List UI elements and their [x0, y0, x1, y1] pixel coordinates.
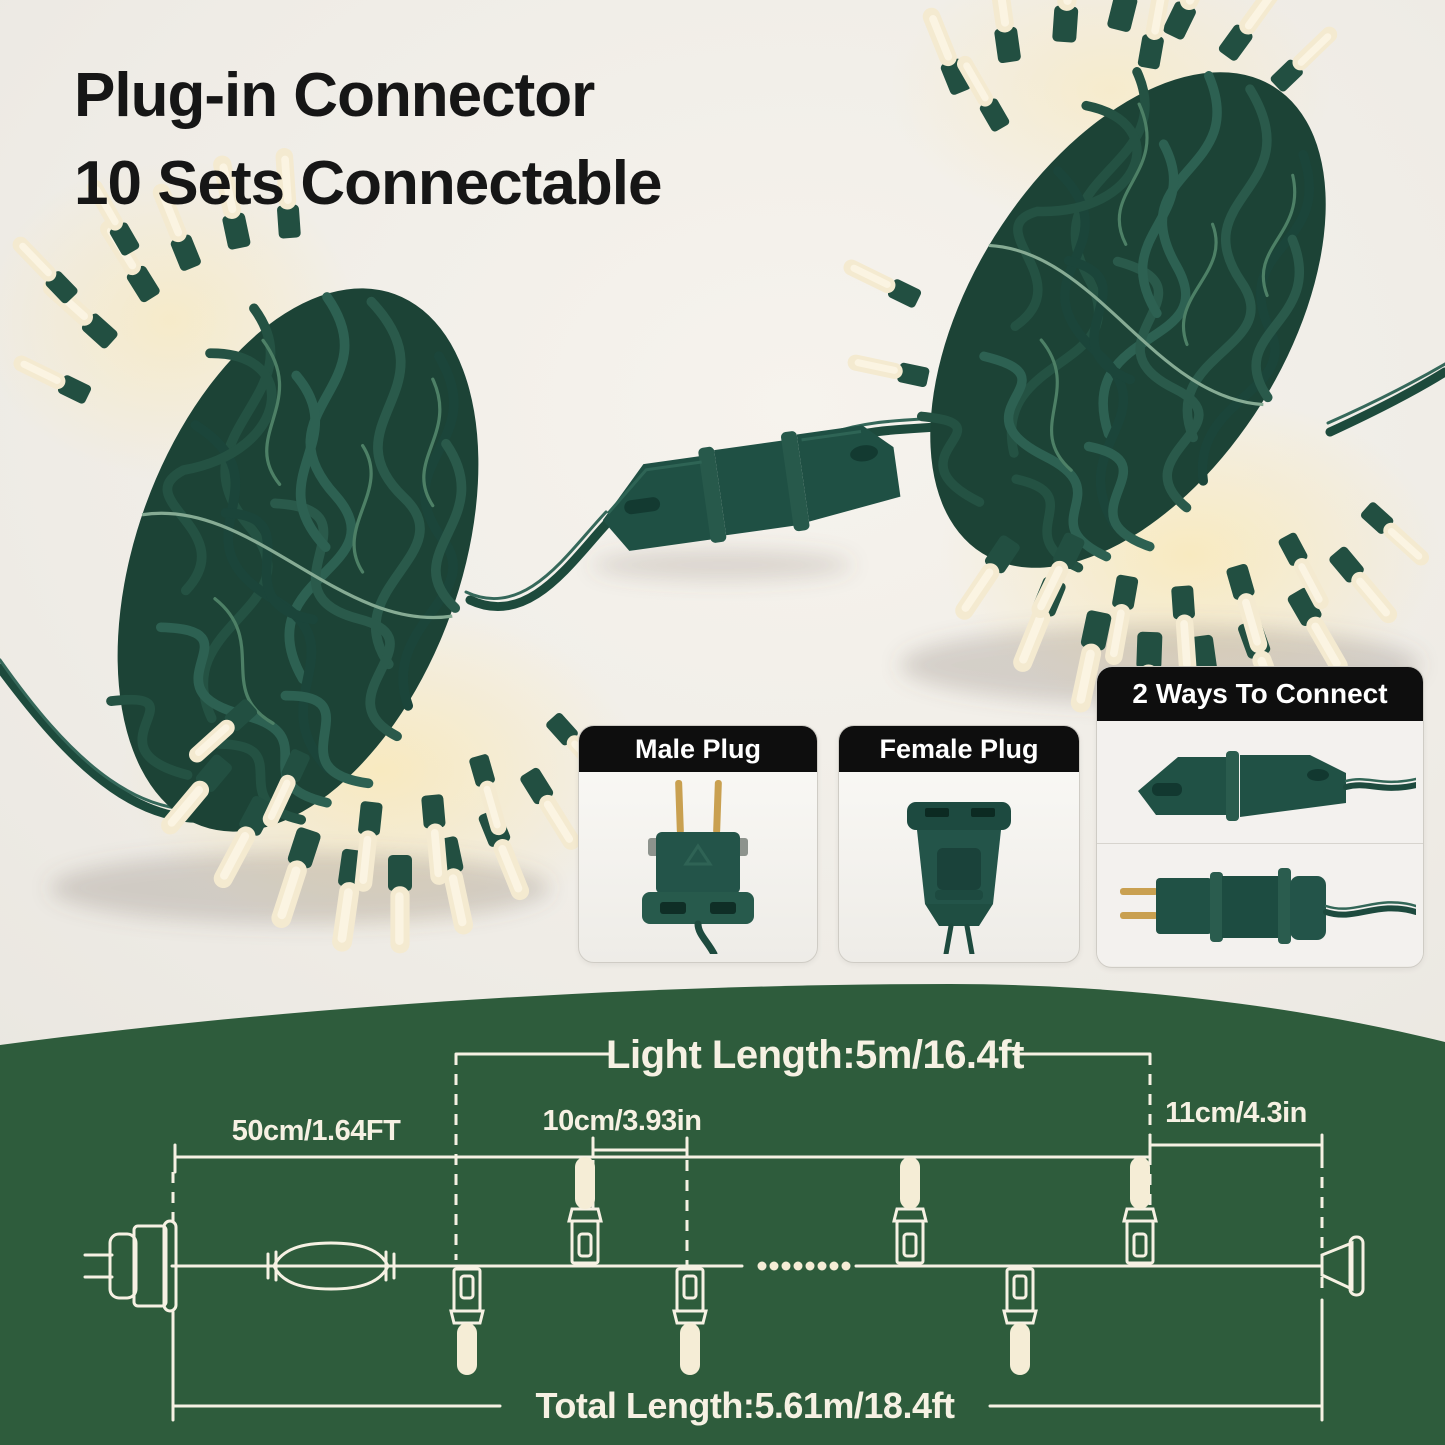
- female-plug-illustration: [907, 802, 1011, 954]
- inline-connector: [602, 425, 901, 551]
- title-line-1: Plug-in Connector: [74, 61, 595, 130]
- measurement-diagram: Light Length:5m/16.4ft 50cm/1.64FT 10cm/…: [0, 984, 1445, 1445]
- two-ways-panel: 2 Ways To Connect: [1096, 666, 1424, 968]
- female-plug-photo: [839, 772, 1079, 954]
- female-plug-panel: Female Plug: [838, 725, 1080, 963]
- female-plug-label: Female Plug: [839, 726, 1079, 772]
- male-plug-label: Male Plug: [579, 726, 817, 772]
- tail-spacing-measure: 11cm/4.3in: [1148, 1097, 1324, 1292]
- green-background: [0, 984, 1445, 1445]
- string-light-schematic: [83, 1155, 1365, 1377]
- male-plug-illustration: [642, 779, 754, 954]
- total-length-measure: Total Length:5.61m/18.4ft: [171, 1298, 1324, 1426]
- light-length-label: Light Length:5m/16.4ft: [606, 1033, 1024, 1077]
- connector-shadow: [592, 549, 852, 581]
- title-line-2: 10 Sets Connectable: [74, 149, 662, 219]
- total-length-label: Total Length:5.61m/18.4ft: [536, 1385, 955, 1426]
- lead-spacing-label: 50cm/1.64FT: [232, 1115, 401, 1147]
- tail-spacing-label: 11cm/4.3in: [1165, 1097, 1307, 1129]
- male-plug-panel: Male Plug: [578, 725, 818, 963]
- male-plug-photo: [579, 772, 817, 954]
- two-ways-photo-piggyback: [1097, 843, 1423, 966]
- two-ways-label: 2 Ways To Connect: [1097, 667, 1423, 721]
- end-connector-schematic: [1320, 1235, 1365, 1297]
- bulb-spacing-measure: 10cm/3.93in: [543, 1105, 702, 1266]
- string-lights-photo: [0, 0, 1445, 954]
- piggyback-plugs-illustration: [1120, 868, 1416, 944]
- connected-plugs-illustration: [1138, 751, 1416, 821]
- fuse-schematic: [266, 1241, 396, 1291]
- page-title: Plug-in Connector 10 Sets Connectable: [74, 52, 662, 228]
- power-plug-schematic: [83, 1219, 178, 1313]
- continuation-dots: [757, 1261, 851, 1271]
- bulb-spacing-label: 10cm/3.93in: [543, 1105, 702, 1137]
- two-ways-photo-connected: [1097, 721, 1423, 843]
- lead-spacing-measure: 50cm/1.64FT: [171, 1115, 1152, 1222]
- light-bundle-left: [7, 147, 615, 954]
